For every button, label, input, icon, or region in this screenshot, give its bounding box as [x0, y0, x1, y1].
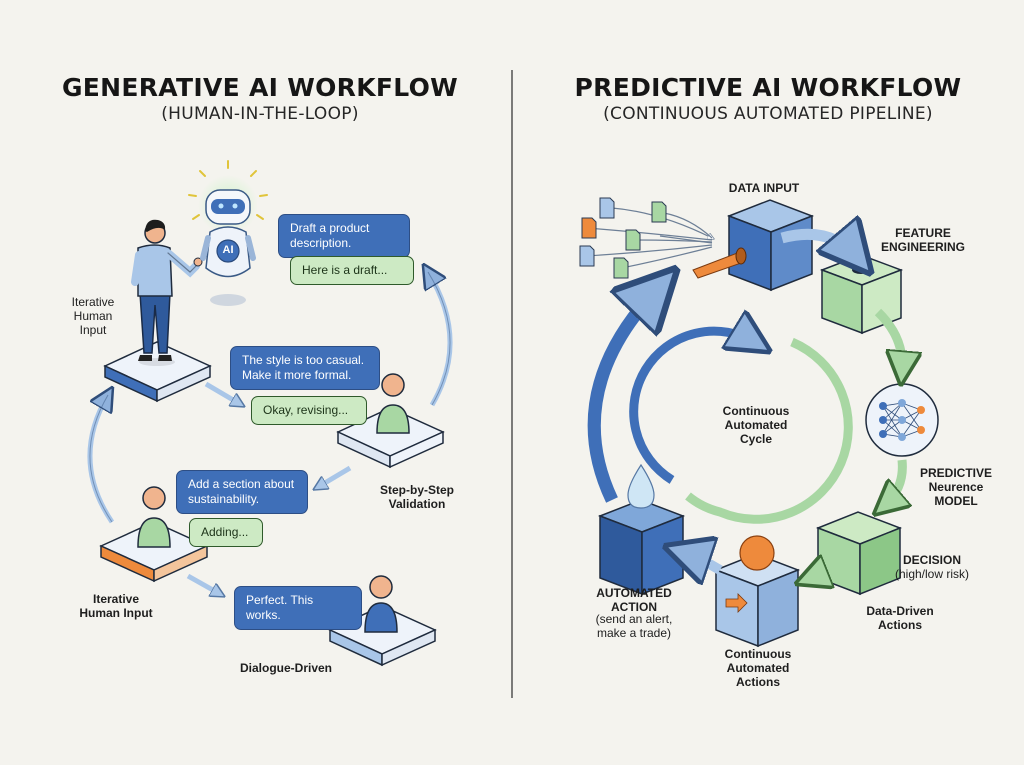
automated-action-cube	[597, 463, 686, 596]
arrow-automated-to-input	[587, 286, 660, 503]
loop-arrow-left-up	[87, 395, 112, 524]
label-data-driven-actions: Data-Driven Actions	[866, 604, 934, 632]
ai-robot-icon	[188, 160, 268, 306]
label-automated-action-detail: (send an alert, make a trade)	[595, 612, 673, 640]
person-orange-icon	[137, 486, 171, 548]
platform-top	[103, 341, 212, 403]
step-arrow-1	[204, 381, 240, 404]
label-continuous-cycle: Continuous Automated Cycle	[722, 404, 790, 446]
label-data-input: DATA INPUT	[728, 181, 800, 195]
arrow-model-to-decision	[884, 459, 902, 506]
arrow-input-to-feature	[780, 234, 858, 258]
label-automated-action: AUTOMATED ACTION	[596, 586, 672, 614]
message-here-is-draft: Here is a draft...	[290, 256, 414, 285]
message-style-casual: The style is too casual. Make it more fo…	[230, 346, 380, 390]
generative-title: GENERATIVE AI WORKFLOW	[61, 73, 459, 102]
label-dialogue-driven: Dialogue-Driven	[239, 661, 332, 675]
cycle-arc-green	[685, 337, 853, 524]
data-input-cube	[692, 199, 815, 292]
person-dialogue-icon	[364, 575, 398, 633]
message-okay-revising: Okay, revising...	[251, 396, 367, 425]
cycle-arc-blue	[629, 331, 756, 484]
loop-arrow-right-up-outline	[427, 271, 451, 406]
label-feature-engineering: FEATURE ENGINEERING	[880, 226, 965, 254]
step-arrow-3	[186, 573, 220, 594]
data-files-icon	[579, 197, 712, 279]
label-decision-detail: (high/low risk)	[894, 567, 969, 581]
message-adding: Adding...	[189, 518, 263, 547]
person-validation-icon	[376, 373, 410, 434]
arrow-feature-to-model	[874, 308, 902, 372]
message-add-sustainability: Add a section about sustainability.	[176, 470, 308, 514]
action-cube	[713, 535, 801, 648]
predictive-title: PREDICTIVE AI WORKFLOW	[574, 73, 962, 102]
message-perfect: Perfect. This works.	[234, 586, 362, 630]
loop-arrow-right-up	[428, 272, 453, 407]
arrow-action-to-automated	[682, 552, 723, 570]
standing-person-icon	[131, 219, 203, 366]
arrow-decision-to-action	[808, 566, 830, 579]
label-iterative-human-input-top: Iterative Human Input	[71, 295, 115, 337]
message-draft-request: Draft a product description.	[278, 214, 410, 258]
label-step-by-step: Step-by-Step Validation	[379, 483, 454, 511]
loop-arrow-left-up-outline	[89, 394, 113, 523]
ai-badge-label: AI	[222, 244, 234, 256]
decision-cube	[815, 511, 903, 596]
step-arrow-2	[318, 465, 352, 487]
neural-network-icon	[865, 383, 939, 457]
label-continuous-automated-actions: Continuous Automated Actions	[724, 647, 792, 689]
predictive-subtitle: (CONTINUOUS AUTOMATED PIPELINE)	[603, 104, 933, 124]
generative-subtitle: (HUMAN-IN-THE-LOOP)	[161, 104, 359, 124]
label-predictive-model: PREDICTIVE Neurence MODEL	[919, 466, 992, 508]
label-decision: DECISION	[902, 553, 961, 567]
label-iterative-human-input-bottom: Iterative Human Input	[79, 592, 153, 620]
